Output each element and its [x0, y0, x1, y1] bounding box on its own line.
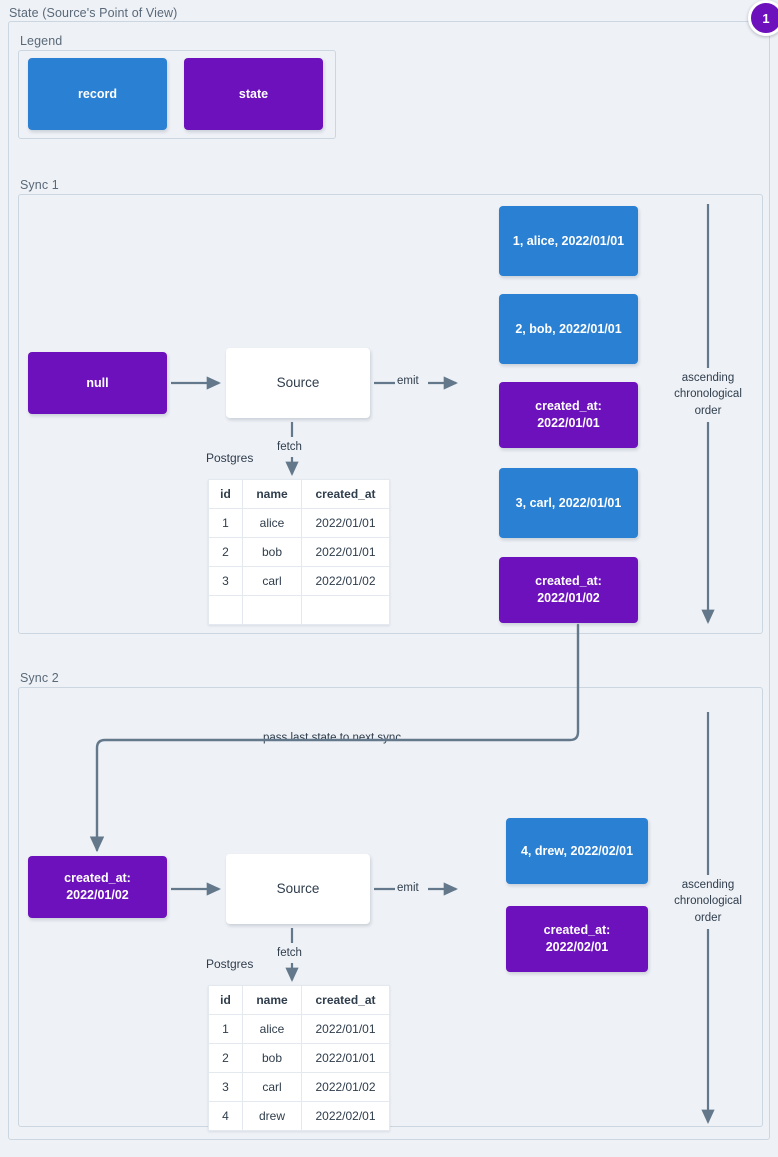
sync1-postgres-table: id name created_at 1 alice 2022/01/01 2 … — [208, 479, 390, 625]
sync2-title: Sync 2 — [20, 671, 59, 685]
sync1-fetch-label: fetch — [277, 441, 302, 453]
sync1-emitted-state-1: created_at: 2022/01/01 — [499, 382, 638, 448]
cell-id: 1 — [208, 1014, 243, 1044]
column-header-name: name — [242, 479, 302, 509]
table-row: 2 bob 2022/01/01 — [208, 1043, 390, 1073]
outer-frame — [8, 21, 770, 1140]
table-row: 2 bob 2022/01/01 — [208, 537, 390, 567]
cell-id: 2 — [208, 1043, 243, 1073]
cell-created-at: 2022/01/01 — [301, 508, 390, 538]
cell-name: drew — [242, 1101, 302, 1131]
state-key: created_at: — [535, 574, 602, 589]
column-header-created-at: created_at — [301, 479, 390, 509]
cell-id: 3 — [208, 566, 243, 596]
sync1-title: Sync 1 — [20, 178, 59, 192]
column-header-name: name — [242, 985, 302, 1015]
cell-id: 3 — [208, 1072, 243, 1102]
cell-created-at — [301, 595, 390, 625]
column-header-id: id — [208, 479, 243, 509]
state-key: created_at: — [535, 399, 602, 414]
state-key: created_at: — [543, 923, 611, 938]
cell-created-at: 2022/01/02 — [301, 1072, 390, 1102]
sync2-source-node: Source — [226, 854, 370, 924]
cell-name: bob — [242, 1043, 302, 1073]
legend-swatch-state: state — [184, 58, 323, 130]
table-row-empty — [208, 595, 390, 625]
table-row: 3 carl 2022/01/02 — [208, 566, 390, 596]
column-header-id: id — [208, 985, 243, 1015]
cell-name: carl — [242, 1072, 302, 1102]
sync1-order-label: ascending chronological order — [662, 370, 754, 419]
sync1-emitted-record-1: 1, alice, 2022/01/01 — [499, 206, 638, 276]
sync1-emit-label: emit — [397, 375, 419, 387]
legend-title: Legend — [20, 34, 63, 48]
cell-id: 4 — [208, 1101, 243, 1131]
sync2-order-label: ascending chronological order — [662, 877, 754, 926]
sync1-emitted-record-2: 2, bob, 2022/01/01 — [499, 294, 638, 364]
sync2-emit-label: emit — [397, 882, 419, 894]
sync1-emitted-state-2: created_at: 2022/01/02 — [499, 557, 638, 623]
cell-name: alice — [242, 1014, 302, 1044]
cell-name — [242, 595, 302, 625]
sync1-source-node: Source — [226, 348, 370, 418]
sync1-emitted-record-3: 3, carl, 2022/01/01 — [499, 468, 638, 538]
cell-created-at: 2022/01/01 — [301, 537, 390, 567]
cell-created-at: 2022/01/02 — [301, 566, 390, 596]
state-value: 2022/01/01 — [537, 416, 600, 430]
sync1-postgres-label: Postgres — [206, 451, 254, 465]
state-value: 2022/01/02 — [66, 888, 129, 902]
cell-id: 2 — [208, 537, 243, 567]
sync2-postgres-label: Postgres — [206, 957, 254, 971]
cell-created-at: 2022/01/01 — [301, 1043, 390, 1073]
cell-created-at: 2022/01/01 — [301, 1014, 390, 1044]
cell-name: carl — [242, 566, 302, 596]
table-row: 1 alice 2022/01/01 — [208, 1014, 390, 1044]
cell-name: bob — [242, 537, 302, 567]
sync2-postgres-table: id name created_at 1 alice 2022/01/01 2 … — [208, 985, 390, 1131]
legend-swatch-record: record — [28, 58, 167, 130]
cell-name: alice — [242, 508, 302, 538]
state-value: 2022/02/01 — [545, 940, 609, 954]
sync1-input-state-node: null — [28, 352, 167, 414]
table-header-row: id name created_at — [208, 479, 390, 509]
cell-id — [208, 595, 243, 625]
table-header-row: id name created_at — [208, 985, 390, 1015]
step-badge[interactable]: 1 — [748, 0, 778, 36]
sync2-fetch-label: fetch — [277, 947, 302, 959]
pass-state-label: pass last state to next sync — [257, 732, 408, 744]
table-row: 3 carl 2022/01/02 — [208, 1072, 390, 1102]
cell-id: 1 — [208, 508, 243, 538]
sync2-emitted-record-1: 4, drew, 2022/02/01 — [506, 818, 648, 884]
sync1-frame — [18, 194, 763, 634]
sync2-emitted-state-1: created_at: 2022/02/01 — [506, 906, 648, 972]
table-row: 1 alice 2022/01/01 — [208, 508, 390, 538]
sync2-input-state-node: created_at: 2022/01/02 — [28, 856, 167, 918]
column-header-created-at: created_at — [301, 985, 390, 1015]
legend-frame — [18, 50, 336, 139]
state-key: created_at: — [64, 871, 131, 886]
table-row: 4 drew 2022/02/01 — [208, 1101, 390, 1131]
page-title: State (Source's Point of View) — [9, 6, 178, 20]
state-value: 2022/01/02 — [537, 591, 600, 605]
cell-created-at: 2022/02/01 — [301, 1101, 390, 1131]
